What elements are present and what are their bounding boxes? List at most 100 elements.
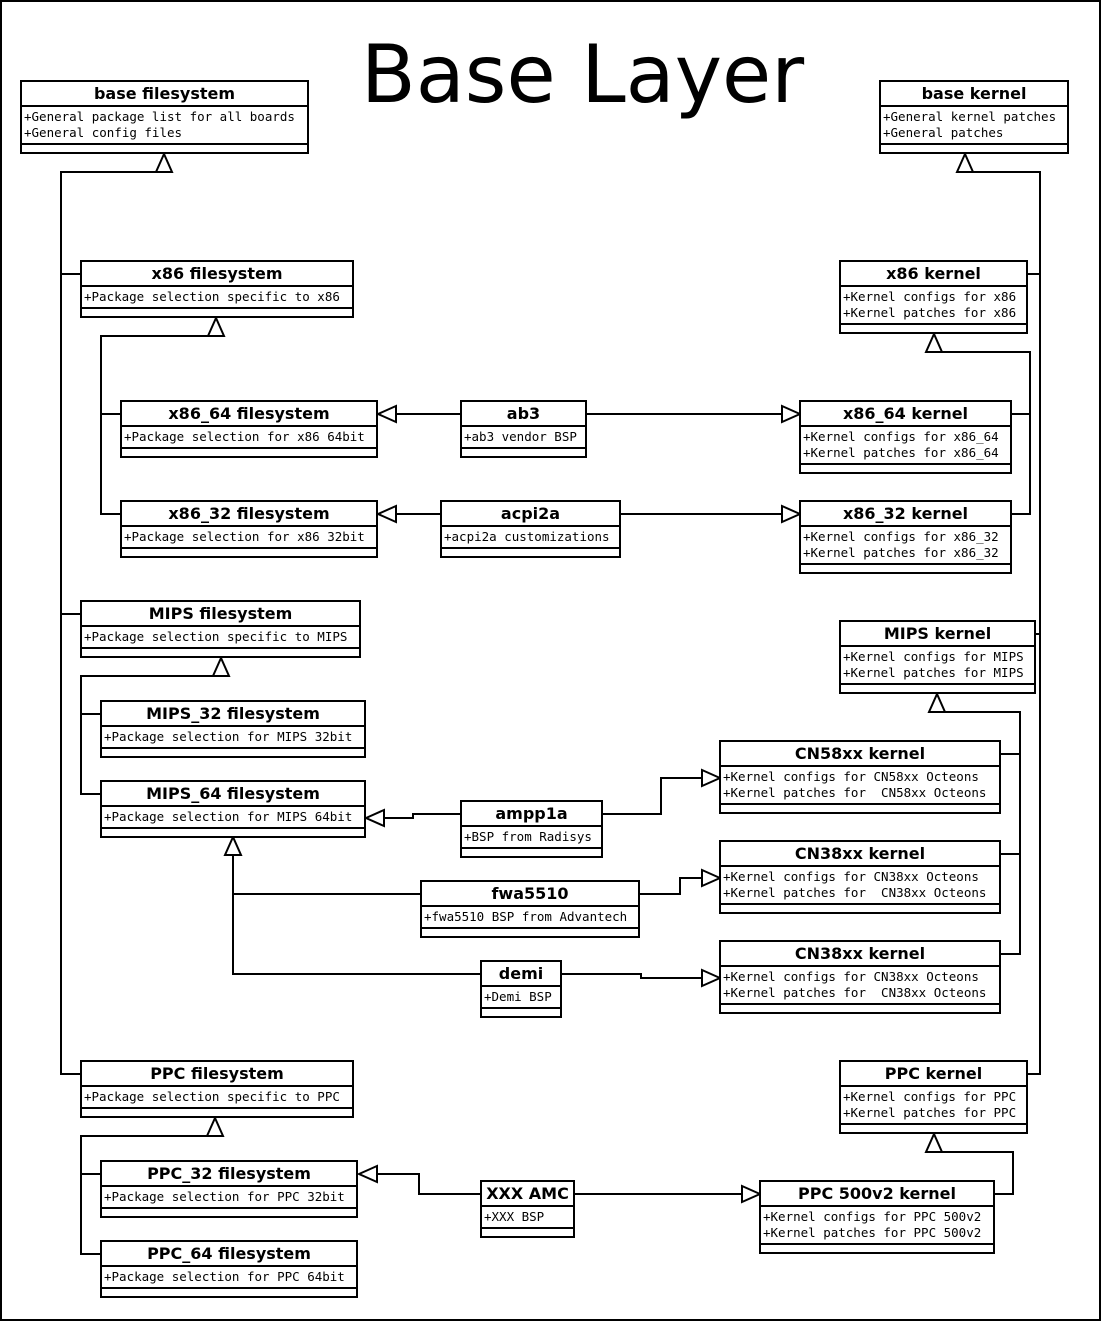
edge-demi-to-cn38xx-b: [561, 973, 702, 979]
arrowhead-xxxamc-ppc32fs: [356, 1164, 378, 1184]
class-operations: [442, 549, 619, 553]
arrowhead-mips-kernel: [927, 691, 947, 713]
edge-x86-fs-spine: [100, 335, 216, 515]
class-attribute: +Kernel patches for x86_64: [803, 445, 999, 460]
class-ppc-filesystem: PPC filesystem+Package selection specifi…: [80, 1060, 354, 1118]
class-name: x86_64 kernel: [801, 402, 1010, 427]
class-xxx-amc: XXX AMC+XXX BSP: [480, 1180, 575, 1238]
class-name: x86 filesystem: [82, 262, 352, 287]
class-attribute: +Kernel configs for PPC 500v2: [763, 1209, 982, 1224]
arrowhead-x86-fs: [206, 315, 226, 337]
class-attribute: +Kernel patches for CN58xx Octeons: [723, 785, 987, 800]
class-ppc-kernel: PPC kernel+Kernel configs for PPC+Kernel…: [839, 1060, 1028, 1134]
class-attribute: +Kernel configs for CN38xx Octeons: [723, 969, 979, 984]
class-operations: [102, 1289, 356, 1293]
class-name: x86_32 filesystem: [122, 502, 376, 527]
class-x86_32-kernel: x86_32 kernel+Kernel configs for x86_32+…: [799, 500, 1012, 574]
arrowhead-acpi2a-x86_32kernel: [781, 504, 803, 524]
class-cn38xx-kernel-b: CN38xx kernel +Kernel configs for CN38xx …: [719, 940, 1001, 1014]
class-name: PPC_64 filesystem: [102, 1242, 356, 1267]
class-name: demi: [482, 962, 560, 987]
class-attribute: +Kernel configs for CN38xx Octeons: [723, 869, 979, 884]
class-operations: [102, 749, 364, 753]
edge-kernel-spine: [965, 171, 1041, 1075]
class-name: CN38xx kernel: [721, 842, 999, 867]
class-attribute: +fwa5510 BSP from Advantech: [424, 909, 628, 924]
class-attributes: +Package selection specific to PPC: [82, 1087, 352, 1109]
class-attribute: +Kernel patches for MIPS: [843, 665, 1024, 680]
class-attribute: +Kernel configs for x86_64: [803, 429, 999, 444]
class-attributes: +ab3 vendor BSP: [462, 427, 585, 449]
class-attributes: +Package selection for PPC 32bit: [102, 1187, 356, 1209]
arrowhead-ppc-fs: [205, 1115, 225, 1137]
class-base-kernel: base kernel+General kernel patches+Gener…: [879, 80, 1069, 154]
class-demi: demi+Demi BSP: [480, 960, 562, 1018]
class-attributes: +Package selection for MIPS 32bit: [102, 727, 364, 749]
class-attributes: +XXX BSP: [482, 1207, 573, 1229]
class-attributes: +General kernel patches+General patches: [881, 107, 1067, 145]
edge-ppc500v2-to-ppckernel: [934, 1151, 1014, 1195]
class-attribute: +Package selection for x86 64bit: [124, 429, 365, 444]
diagram-title: Base Layer: [360, 28, 805, 121]
class-name: MIPS filesystem: [82, 602, 359, 627]
class-x86-filesystem: x86 filesystem+Package selection specifi…: [80, 260, 354, 318]
class-name: PPC 500v2 kernel: [761, 1182, 993, 1207]
class-attribute: +Kernel configs for MIPS: [843, 649, 1024, 664]
class-name: MIPS_32 filesystem: [102, 702, 364, 727]
class-name: MIPS kernel: [841, 622, 1034, 647]
class-attributes: +Package selection specific to MIPS: [82, 627, 359, 649]
class-operations: [881, 145, 1067, 149]
arrowhead-x86-kernel: [924, 331, 944, 353]
class-x86_64-filesystem: x86_64 filesystem+Package selection for …: [120, 400, 378, 458]
class-attributes: +Package selection for x86 32bit: [122, 527, 376, 549]
class-attribute: +Kernel patches for PPC: [843, 1105, 1017, 1120]
arrowhead-ampp1a-cn58xx: [701, 768, 723, 788]
class-attributes: +Package selection for PPC 64bit: [102, 1267, 356, 1289]
edge-fwa5510-to-mips64fs: [232, 855, 421, 895]
edge-mips-fs-spine: [80, 675, 221, 795]
class-mips-kernel: MIPS kernel +Kernel configs for MIPS+Kern…: [839, 620, 1036, 694]
class-name: CN38xx kernel: [721, 942, 999, 967]
class-attribute: +General kernel patches: [883, 109, 1057, 124]
edge-ampp1a-to-mips64fs: [384, 813, 461, 819]
class-name: PPC_32 filesystem: [102, 1162, 356, 1187]
class-operations: [721, 905, 999, 909]
class-attribute: +Package selection for MIPS 64bit: [104, 809, 353, 824]
class-name: base kernel: [881, 82, 1067, 107]
class-ppc-500v2-kernel: PPC 500v2 kernel +Kernel configs for PPC …: [759, 1180, 995, 1254]
class-mips_32-filesystem: MIPS_32 filesystem+Package selection for…: [100, 700, 366, 758]
arrowhead-ampp1a-mips64fs: [363, 808, 385, 828]
class-mips_64-filesystem: MIPS_64 filesystem+Package selection for…: [100, 780, 366, 838]
class-attributes: +Kernel configs for PPC+Kernel patches f…: [841, 1087, 1026, 1125]
class-name: XXX AMC: [482, 1182, 573, 1207]
class-attribute: +Kernel patches for x86: [843, 305, 1017, 320]
class-name: fwa5510: [422, 882, 638, 907]
edge-xxxamc-to-ppc32fs: [377, 1173, 481, 1195]
class-operations: [841, 1125, 1026, 1129]
class-ppc_64-filesystem: PPC_64 filesystem+Package selection for …: [100, 1240, 358, 1298]
class-name: PPC kernel: [841, 1062, 1026, 1087]
arrowhead-base-kernel: [955, 151, 975, 173]
class-cn58xx-kernel: CN58xx kernel+Kernel configs for CN58xx …: [719, 740, 1001, 814]
class-fwa5510: fwa5510 +fwa5510 BSP from Advantech: [420, 880, 640, 938]
class-x86_32-filesystem: x86_32 filesystem +Package selection for …: [120, 500, 378, 558]
class-attributes: +Kernel configs for x86+Kernel patches f…: [841, 287, 1026, 325]
class-attributes: +BSP from Radisys: [462, 827, 601, 849]
class-x86_64-kernel: x86_64 kernel+Kernel configs for x86_64+…: [799, 400, 1012, 474]
class-attribute: +Kernel patches for x86_32: [803, 545, 999, 560]
class-cn38xx-kernel-a: CN38xx kernel +Kernel configs for CN38xx …: [719, 840, 1001, 914]
class-operations: [482, 1229, 573, 1233]
arrowhead-fwa5510-cn38xx-a: [701, 868, 723, 888]
class-attribute: +Package selection for x86 32bit: [124, 529, 365, 544]
class-attributes: +Kernel configs for x86_64+Kernel patche…: [801, 427, 1010, 465]
class-operations: [82, 1109, 352, 1113]
class-operations: [462, 849, 601, 853]
class-attribute: +Package selection for PPC 32bit: [104, 1189, 345, 1204]
edge-demi-to-mips64fs: [232, 894, 481, 975]
class-attribute: +General patches: [883, 125, 1004, 140]
class-name: base filesystem: [22, 82, 307, 107]
arrowhead-acpi2a-x86_32fs: [375, 504, 397, 524]
class-operations: [102, 1209, 356, 1213]
class-attribute: +Kernel configs for x86_32: [803, 529, 999, 544]
class-operations: [22, 145, 307, 149]
